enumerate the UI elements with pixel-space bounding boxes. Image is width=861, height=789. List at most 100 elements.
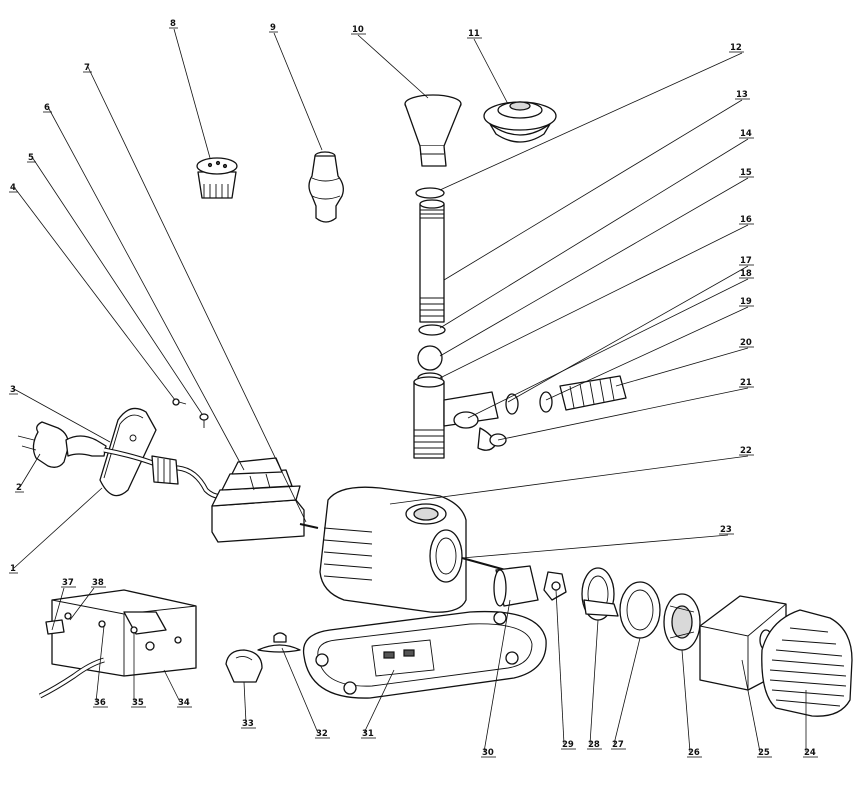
leader-line-18 bbox=[467, 278, 749, 419]
leader-line-31 bbox=[363, 669, 395, 734]
part-cover-plate bbox=[99, 407, 157, 497]
callout-label-20: 20 bbox=[740, 338, 752, 348]
leader-line-16 bbox=[439, 224, 749, 379]
leader-line-37 bbox=[51, 587, 65, 631]
part-washer bbox=[418, 324, 446, 336]
callout-label-27: 27 bbox=[612, 740, 624, 750]
leader-line-33 bbox=[243, 681, 247, 724]
leader-line-4 bbox=[13, 186, 176, 401]
leader-line-27 bbox=[613, 637, 641, 745]
leader-line-10 bbox=[357, 34, 429, 99]
callout-label-31: 31 bbox=[362, 729, 374, 739]
part-o-ring-small bbox=[539, 391, 553, 413]
part-control-box bbox=[211, 457, 319, 543]
leader-line-5 bbox=[31, 156, 203, 415]
leader-line-32 bbox=[281, 647, 319, 734]
part-screw-small bbox=[172, 398, 187, 406]
part-pump-housing bbox=[319, 486, 467, 613]
callout-label-37: 37 bbox=[62, 578, 74, 588]
leader-line-9 bbox=[273, 32, 323, 151]
part-front-cover bbox=[663, 593, 701, 651]
callout-label-11: 11 bbox=[468, 29, 480, 39]
callout-label-16: 16 bbox=[740, 215, 752, 225]
callout-label-5: 5 bbox=[28, 153, 34, 163]
callout-label-33: 33 bbox=[242, 719, 254, 729]
part-small-ring bbox=[505, 393, 519, 415]
leader-line-23 bbox=[461, 534, 729, 559]
callout-label-26: 26 bbox=[688, 748, 700, 758]
part-gasket bbox=[619, 581, 661, 639]
part-suction-cup bbox=[257, 632, 301, 653]
leader-line-6 bbox=[47, 106, 245, 471]
part-power-plug bbox=[17, 421, 107, 468]
part-fountain-head bbox=[483, 101, 557, 143]
leader-line-3 bbox=[13, 388, 111, 443]
leader-line-1 bbox=[13, 487, 103, 569]
callout-label-10: 10 bbox=[352, 25, 364, 35]
callout-label-18: 18 bbox=[740, 269, 752, 279]
callout-label-6: 6 bbox=[44, 103, 50, 113]
callout-label-35: 35 bbox=[132, 698, 144, 708]
callout-label-14: 14 bbox=[740, 129, 752, 139]
callout-label-30: 30 bbox=[482, 748, 494, 758]
callout-label-34: 34 bbox=[178, 698, 190, 708]
leader-line-34 bbox=[163, 669, 181, 703]
callout-label-2: 2 bbox=[16, 483, 22, 493]
part-impeller bbox=[543, 571, 567, 601]
callout-label-7: 7 bbox=[84, 63, 90, 73]
leader-line-12 bbox=[439, 52, 743, 191]
leader-line-28 bbox=[589, 619, 599, 745]
leader-line-22 bbox=[389, 455, 749, 505]
part-hose-adapter bbox=[559, 375, 627, 411]
leader-line-38 bbox=[69, 587, 95, 621]
callout-label-29: 29 bbox=[562, 740, 574, 750]
callout-label-19: 19 bbox=[740, 297, 752, 307]
leader-line-7 bbox=[87, 66, 307, 523]
leader-line-2 bbox=[19, 453, 41, 488]
callout-label-8: 8 bbox=[170, 19, 176, 29]
part-seal-cap bbox=[581, 567, 619, 621]
callout-label-23: 23 bbox=[720, 525, 732, 535]
callout-label-4: 4 bbox=[10, 183, 16, 193]
part-nozzle-small bbox=[196, 157, 238, 199]
part-cable-gland bbox=[151, 455, 179, 485]
leader-line-15 bbox=[439, 177, 749, 357]
part-rotor bbox=[493, 565, 539, 607]
callout-label-32: 32 bbox=[316, 729, 328, 739]
callout-label-15: 15 bbox=[740, 168, 752, 178]
callout-label-24: 24 bbox=[804, 748, 816, 758]
part-extension-tube bbox=[419, 199, 445, 323]
leader-line-36 bbox=[95, 625, 105, 703]
part-base-plate bbox=[302, 610, 547, 699]
part-ball-joint bbox=[417, 345, 443, 371]
part-o-ring bbox=[415, 187, 445, 199]
callout-label-22: 22 bbox=[740, 446, 752, 456]
callout-label-3: 3 bbox=[10, 385, 16, 395]
leader-line-19 bbox=[545, 306, 749, 401]
callout-label-9: 9 bbox=[270, 23, 276, 33]
callout-label-1: 1 bbox=[10, 564, 16, 574]
leader-line-14 bbox=[439, 138, 749, 329]
leader-line-21 bbox=[497, 387, 749, 441]
leader-line-11 bbox=[473, 38, 509, 105]
callout-label-25: 25 bbox=[758, 748, 770, 758]
part-screw bbox=[199, 413, 209, 428]
callout-label-21: 21 bbox=[740, 378, 752, 388]
part-junction-box bbox=[38, 589, 197, 699]
callout-label-13: 13 bbox=[736, 90, 748, 100]
part-clip bbox=[225, 649, 263, 683]
leader-line-30 bbox=[483, 599, 511, 753]
leader-line-8 bbox=[173, 28, 211, 159]
callout-label-36: 36 bbox=[94, 698, 106, 708]
leader-line-13 bbox=[443, 99, 743, 281]
callout-label-17: 17 bbox=[740, 256, 752, 266]
callout-label-12: 12 bbox=[730, 43, 742, 53]
part-funnel-nozzle bbox=[404, 94, 462, 167]
leader-line-29 bbox=[555, 589, 565, 745]
leader-line-17 bbox=[507, 265, 749, 403]
callout-label-28: 28 bbox=[588, 740, 600, 750]
part-intake-grill bbox=[761, 609, 853, 717]
leader-line-26 bbox=[681, 649, 691, 753]
